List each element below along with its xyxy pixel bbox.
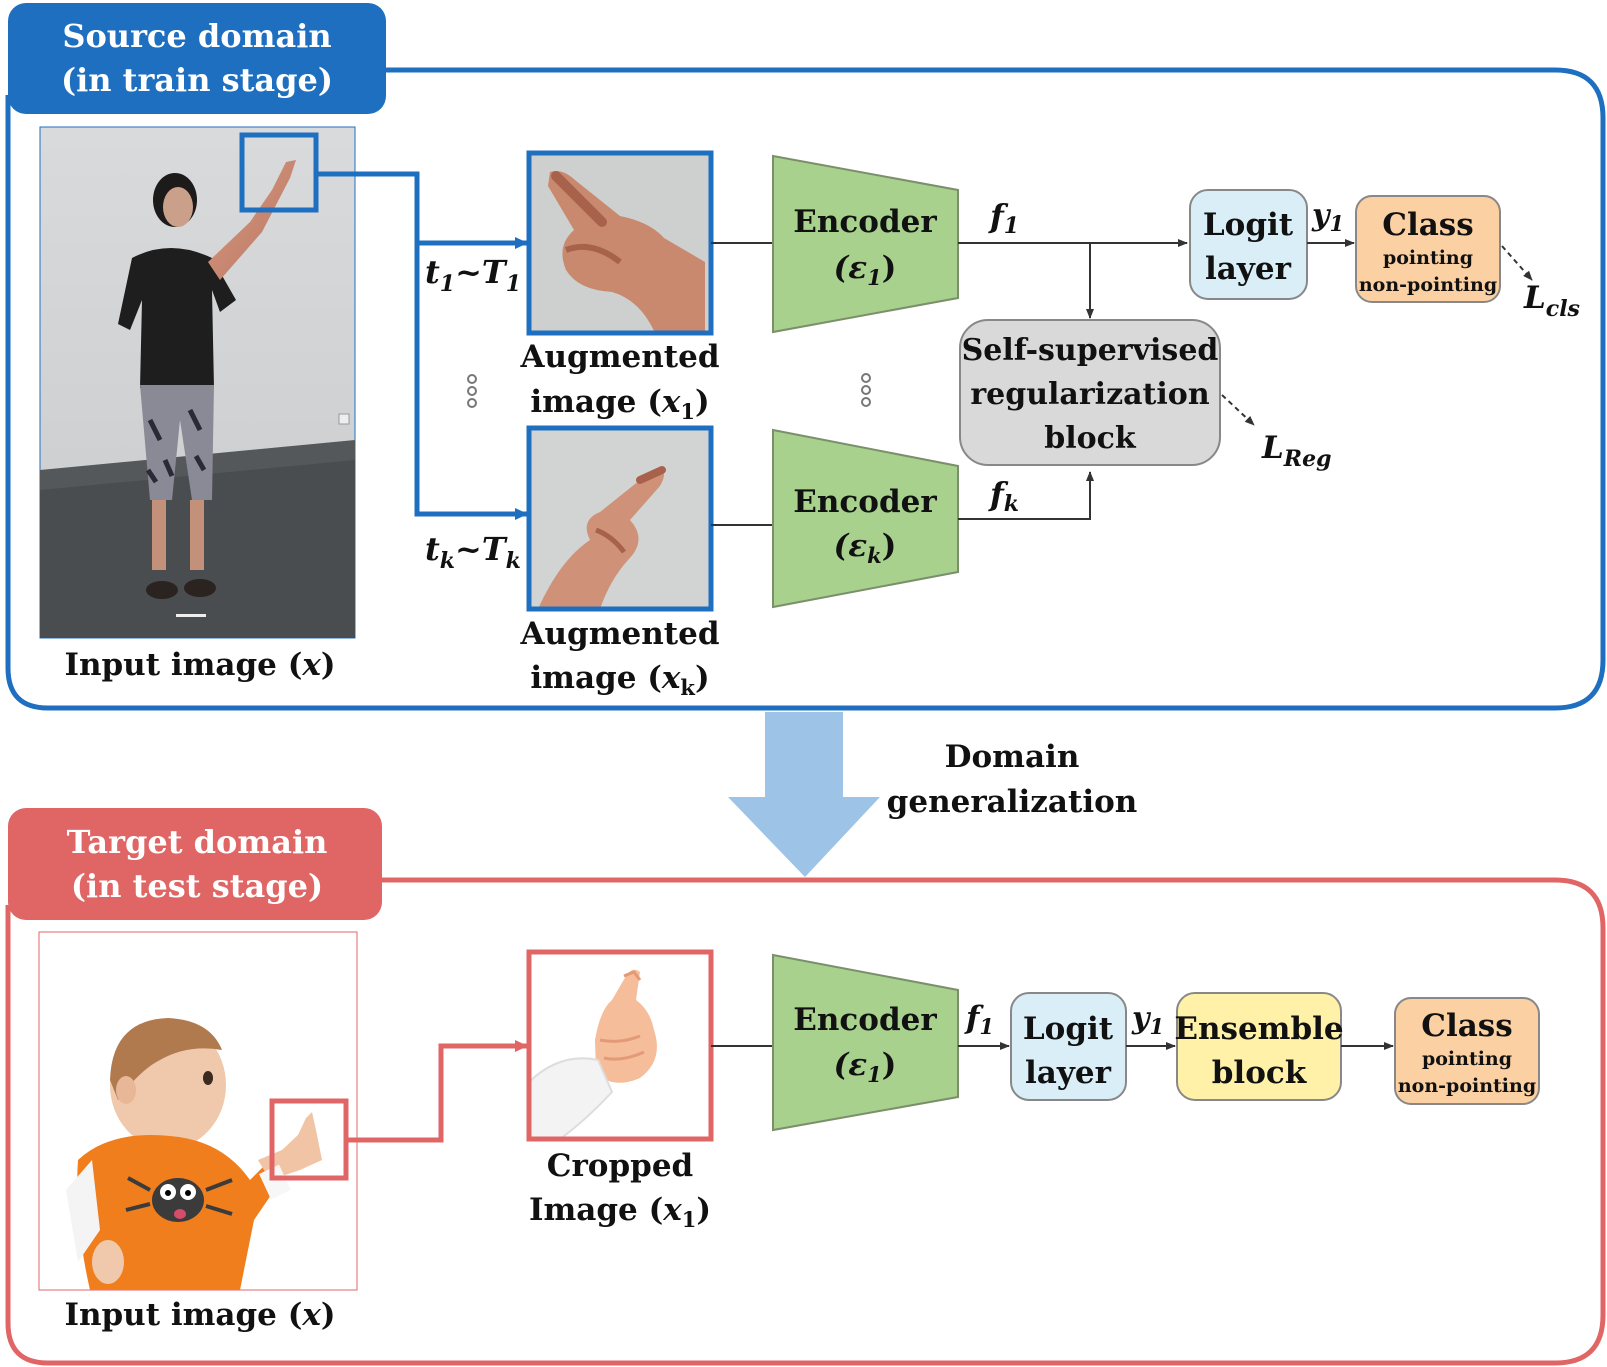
encoder-target bbox=[772, 953, 959, 1132]
transform-t1-label: t1~T1 bbox=[425, 253, 521, 297]
aug1-caption-line1: Augmented bbox=[519, 339, 719, 375]
logit-source-line2: layer bbox=[1205, 251, 1292, 287]
crop-caption-line2: Image (x1) bbox=[529, 1192, 711, 1232]
class-box-target bbox=[1394, 997, 1540, 1105]
target-panel-border bbox=[5, 877, 1606, 1366]
class-source-opt1: pointing bbox=[1383, 247, 1473, 269]
loss-reg-label: LReg bbox=[1261, 430, 1331, 472]
encoder-target-symbol: (ε1) bbox=[834, 1047, 897, 1087]
logit-layer-source bbox=[1189, 189, 1308, 300]
transform-tk-label: tk~Tk bbox=[425, 530, 521, 574]
fk-to-reg-arrow bbox=[958, 471, 1094, 520]
reg-line1: Self-supervised bbox=[962, 333, 1219, 368]
target-input-image bbox=[38, 931, 358, 1291]
source-domain-panel: Source domain (in train stage) Input ima… bbox=[5, 3, 1606, 711]
target-tab-line1: Target domain bbox=[67, 823, 328, 861]
y1-source-label: y1 bbox=[1311, 198, 1344, 236]
loss-cls-label: Lcls bbox=[1523, 280, 1580, 322]
target-input-caption: Input image (x) bbox=[64, 1297, 335, 1333]
domain-generalization-arrow bbox=[728, 712, 880, 877]
class-box-source bbox=[1355, 195, 1501, 303]
encoderk-symbol: (εk) bbox=[834, 528, 897, 568]
logit-target-line1: Logit bbox=[1023, 1011, 1114, 1047]
encoder-k bbox=[772, 428, 959, 609]
f1-label: f1 bbox=[988, 197, 1019, 239]
cropped-image bbox=[526, 949, 714, 1142]
class-source-opt2: non-pointing bbox=[1359, 274, 1497, 296]
class-target-opt1: pointing bbox=[1422, 1048, 1512, 1070]
f1-target-label: f1 bbox=[964, 1000, 994, 1039]
augmented-image-1 bbox=[526, 150, 714, 336]
source-tab-line1: Source domain bbox=[62, 17, 331, 55]
source-tab-line2: (in train stage) bbox=[61, 61, 333, 99]
encoder-target-label: Encoder bbox=[793, 1002, 937, 1038]
source-crop-connector bbox=[316, 171, 528, 520]
class-target-title: Class bbox=[1421, 1008, 1512, 1044]
source-panel-border bbox=[5, 67, 1606, 711]
transition-line2: generalization bbox=[887, 784, 1138, 820]
target-domain-panel: Target domain (in test stage) Input imag… bbox=[5, 808, 1606, 1366]
encoder1-symbol: (ε1) bbox=[834, 250, 897, 290]
logit-target-line2: layer bbox=[1025, 1055, 1112, 1091]
augmented-image-k bbox=[526, 425, 714, 612]
class-loss-arrow bbox=[1501, 245, 1533, 281]
aug1-caption-line2: image (x1) bbox=[530, 384, 709, 424]
regularization-block bbox=[959, 319, 1221, 466]
target-domain-tab bbox=[8, 808, 382, 920]
class-source-title: Class bbox=[1382, 207, 1473, 243]
reg-line3: block bbox=[1044, 421, 1137, 456]
reg-line2: regularization bbox=[970, 377, 1209, 412]
y1-target-label: y1 bbox=[1131, 1001, 1164, 1039]
ensemble-line1: Ensemble bbox=[1174, 1011, 1343, 1047]
augk-caption-line1: Augmented bbox=[519, 616, 719, 652]
transition-line1: Domain bbox=[945, 739, 1080, 775]
source-domain-tab bbox=[8, 3, 386, 114]
target-tab-line2: (in test stage) bbox=[71, 867, 323, 905]
logit-source-line1: Logit bbox=[1203, 207, 1294, 243]
vertical-ellipsis-left bbox=[467, 374, 477, 408]
vertical-ellipsis-middle bbox=[861, 373, 871, 407]
encoderk-label: Encoder bbox=[793, 484, 937, 520]
augk-caption-line2: image (xk) bbox=[530, 660, 709, 700]
encoder-1 bbox=[772, 154, 959, 334]
crop-caption-line1: Cropped bbox=[547, 1148, 693, 1184]
ensemble-line2: block bbox=[1212, 1055, 1308, 1091]
target-crop-connector bbox=[346, 1040, 528, 1143]
reg-loss-arrow bbox=[1221, 394, 1255, 426]
fk-label: fk bbox=[988, 475, 1019, 517]
encoder1-label: Encoder bbox=[793, 204, 937, 240]
class-target-opt2: non-pointing bbox=[1398, 1075, 1536, 1097]
source-input-image bbox=[39, 126, 356, 639]
source-input-caption: Input image (x) bbox=[64, 647, 335, 683]
